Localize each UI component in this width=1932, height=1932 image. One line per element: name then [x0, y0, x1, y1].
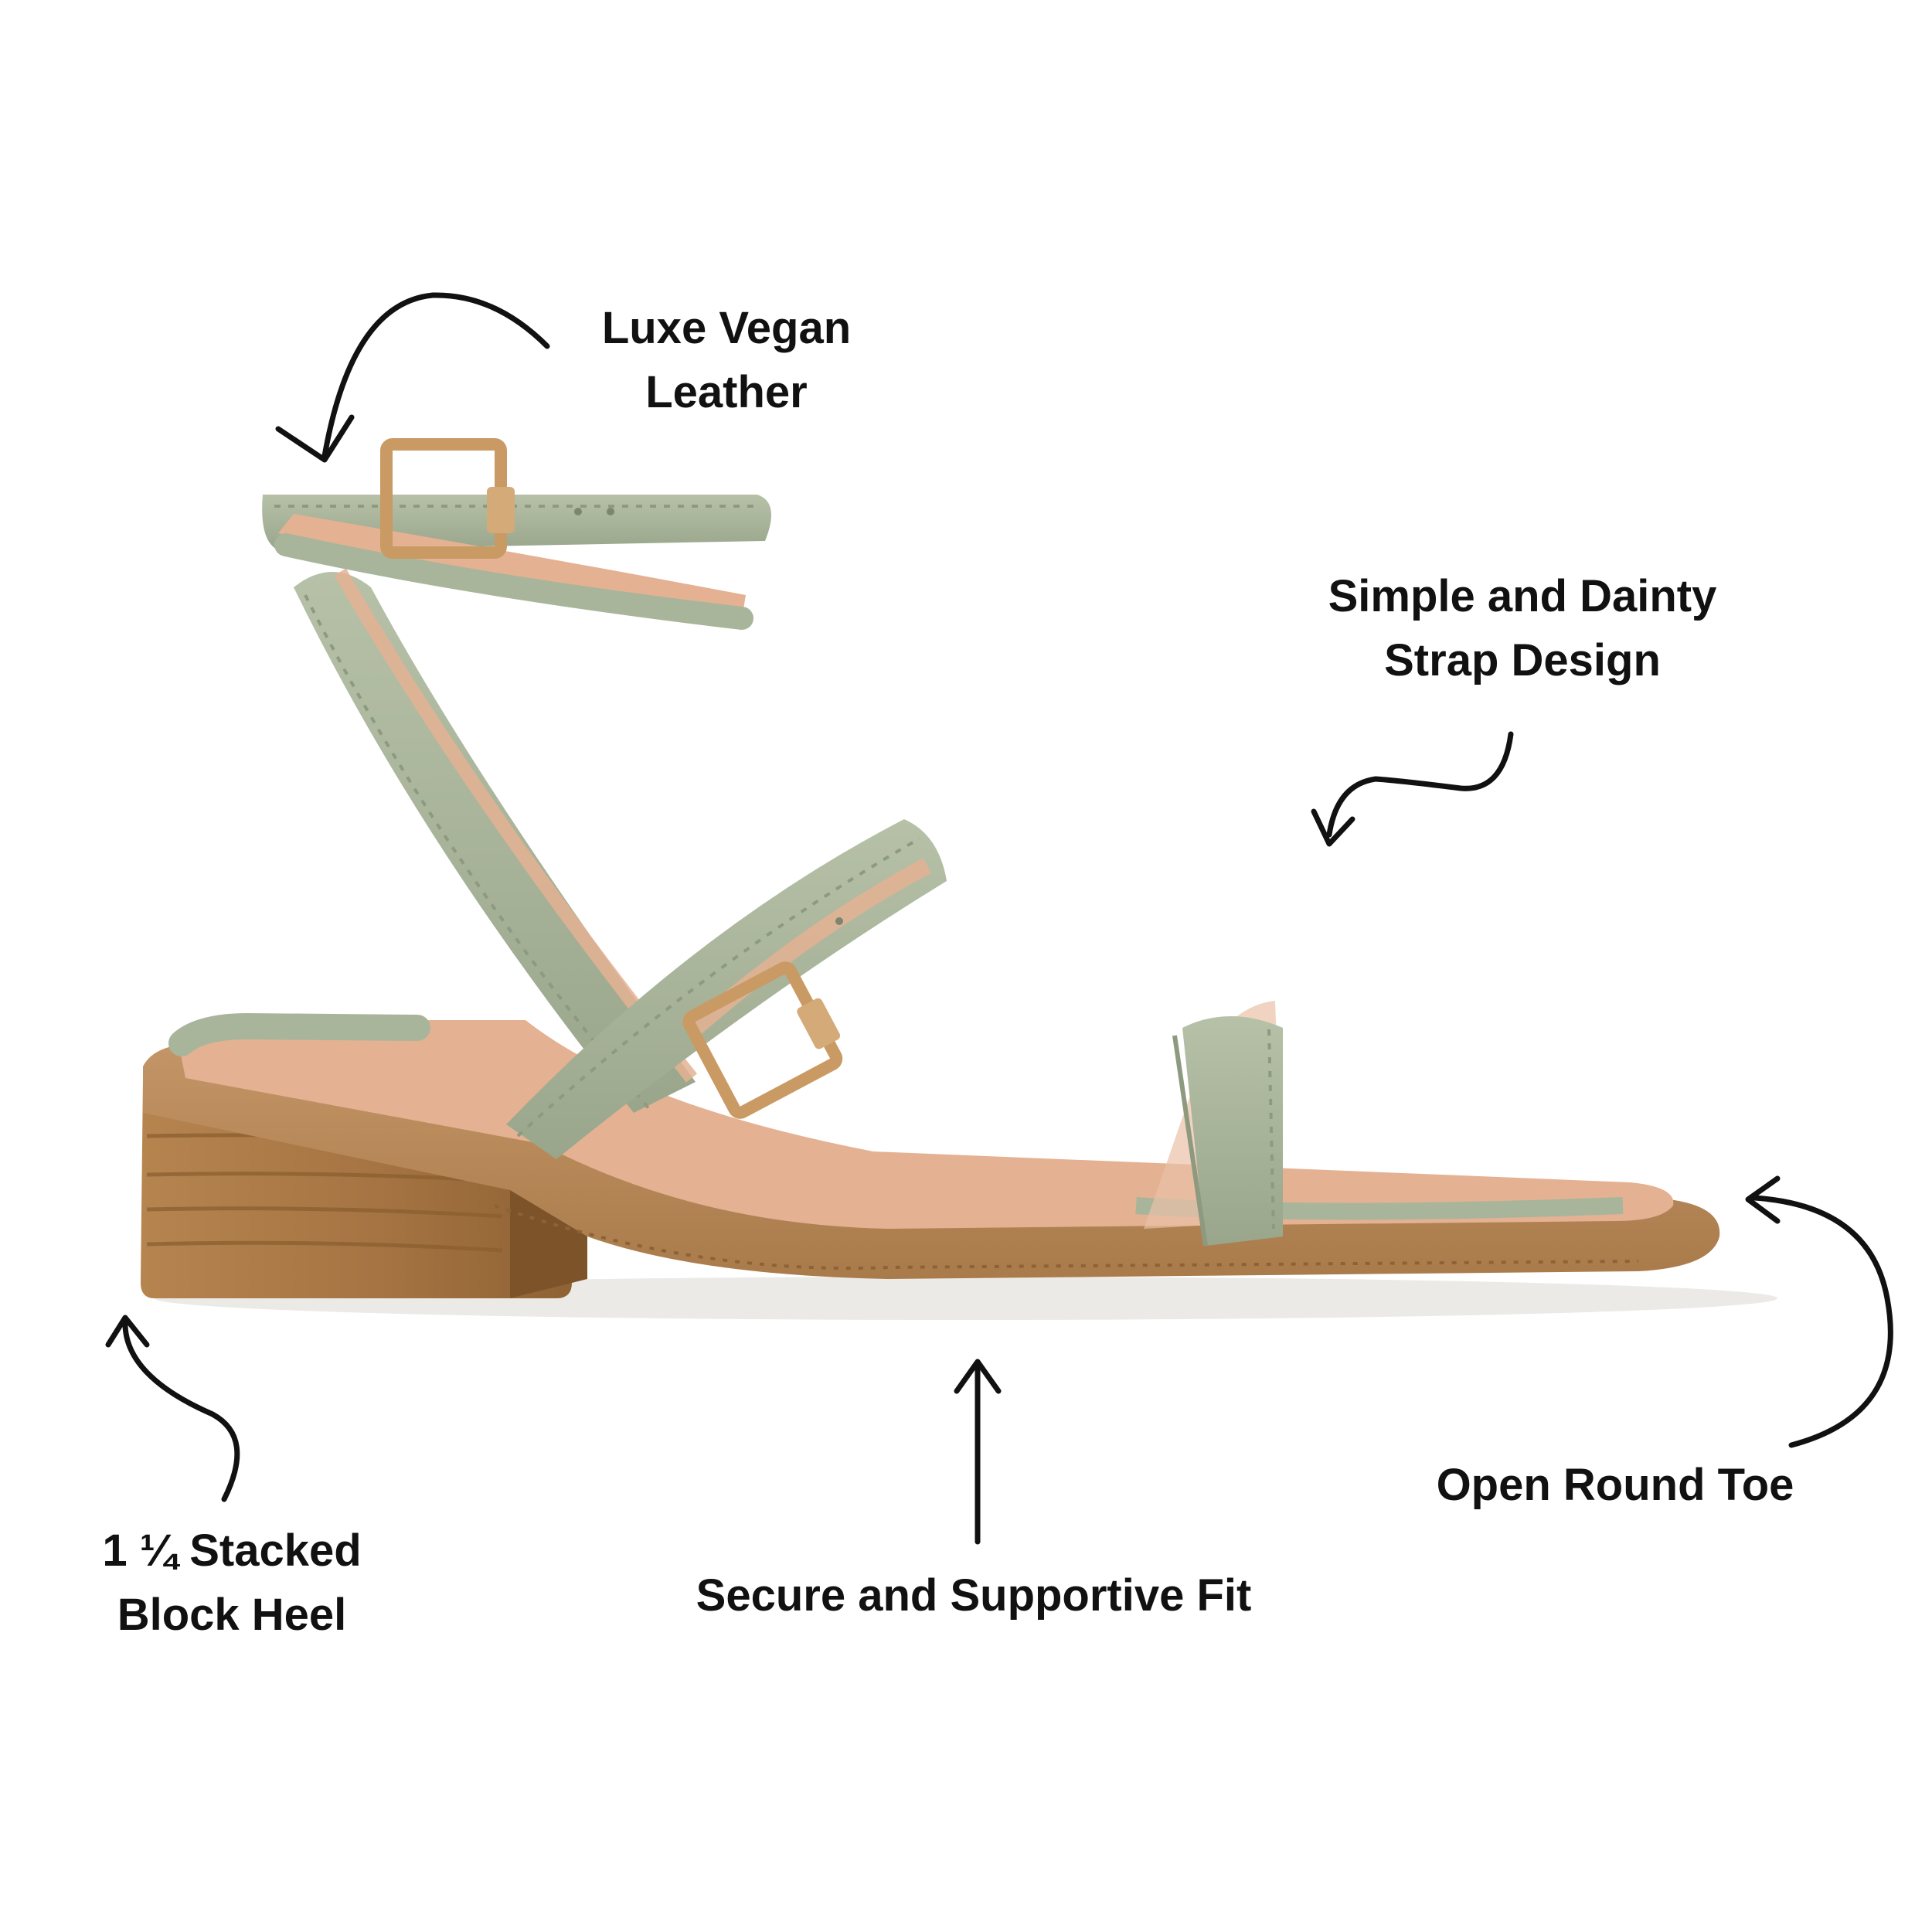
arrow-strap-icon	[1311, 731, 1514, 847]
callout-block-heel-line1: 1 ¼ Stacked	[102, 1526, 362, 1576]
callout-vegan-leather: Luxe Vegan Leather	[541, 296, 912, 424]
callout-block-heel: 1 ¼ Stacked Block Heel	[46, 1519, 417, 1647]
buckle-upper	[380, 438, 515, 559]
callout-supportive-fit: Secure and Supportive Fit	[634, 1563, 1314, 1628]
ankle-wrap-strap	[294, 568, 698, 1113]
callout-open-round-toe-line1: Open Round Toe	[1436, 1460, 1794, 1510]
callout-open-round-toe: Open Round Toe	[1391, 1453, 1839, 1517]
buckle-lower	[682, 961, 843, 1119]
arrow-toe-icon	[1745, 1175, 1893, 1448]
callout-strap-design-line2: Strap Design	[1384, 635, 1661, 685]
callout-strap-design: Simple and Dainty Strap Design	[1267, 564, 1777, 692]
callout-vegan-leather-line2: Leather	[645, 367, 808, 417]
callout-block-heel-line2: Block Heel	[117, 1590, 347, 1640]
callout-vegan-leather-line1: Luxe Vegan	[601, 303, 852, 353]
arrow-heel-icon	[105, 1315, 240, 1502]
callout-strap-design-line1: Simple and Dainty	[1328, 571, 1717, 621]
arrow-fit-icon	[954, 1359, 1002, 1545]
arrow-leather-icon	[275, 292, 550, 463]
callout-supportive-fit-line1: Secure and Supportive Fit	[696, 1570, 1252, 1621]
toe-strap	[1172, 1016, 1283, 1247]
